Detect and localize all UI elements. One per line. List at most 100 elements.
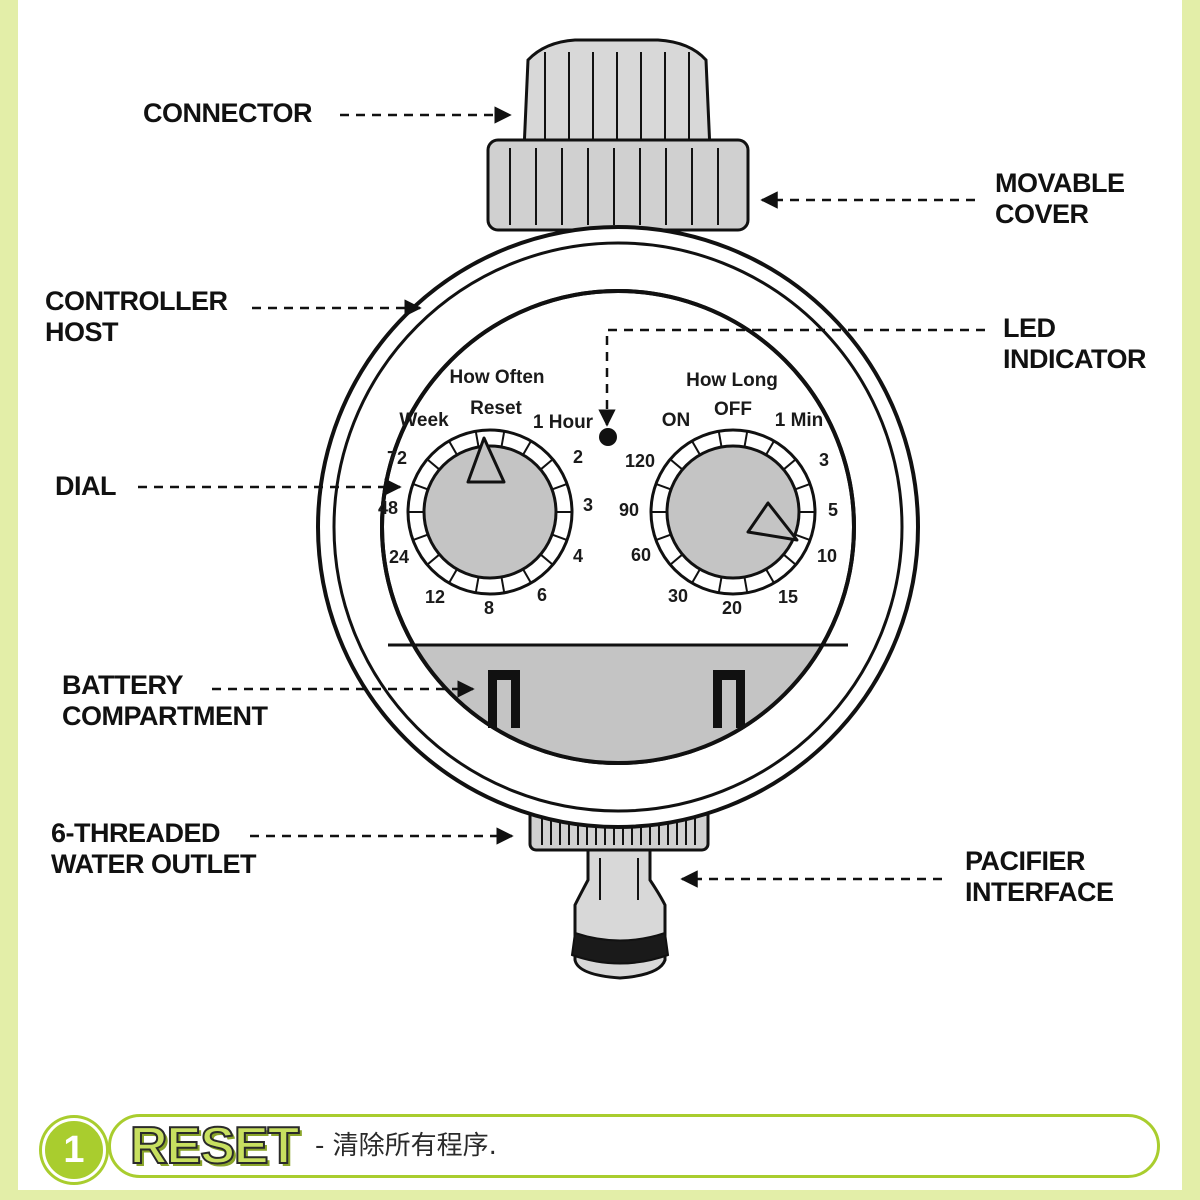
dial-tick	[794, 533, 811, 541]
leader-lines	[138, 106, 985, 888]
controller-host-callout: CONTROLLER HOST	[45, 286, 228, 348]
one-min-label: 1 Min	[775, 410, 824, 431]
how-long-pointer	[746, 501, 799, 542]
battery-label-line2: COMPARTMENT	[62, 701, 268, 731]
how-long-dial[interactable]	[649, 428, 817, 596]
tick-label-15: 15	[778, 587, 798, 607]
dial-tick	[655, 533, 672, 541]
battery-callout: BATTERY COMPARTMENT	[62, 670, 268, 732]
movable-cover	[486, 138, 750, 232]
dial-tick	[782, 553, 797, 566]
dial-tick	[782, 458, 797, 471]
tick-label-90: 90	[619, 500, 639, 520]
dial-tick	[539, 458, 554, 471]
battery-latch-right	[713, 670, 745, 728]
frame-bottom	[0, 1190, 1200, 1200]
step-number-badge: 1	[42, 1118, 106, 1182]
dial-tick	[474, 576, 480, 593]
off-label: OFF	[714, 399, 752, 420]
dial-tick	[743, 576, 749, 593]
led-indicator-label-line2: INDICATOR	[1003, 344, 1147, 374]
tick-label-30: 30	[668, 586, 688, 606]
on-label: ON	[662, 410, 691, 431]
reset-label: Reset	[470, 398, 522, 419]
tick-label-24: 24	[389, 547, 409, 567]
led-dot	[599, 428, 617, 446]
frame-left	[0, 0, 18, 1200]
movable-cover-callout: MOVABLE COVER	[995, 168, 1125, 230]
tick-label-60: 60	[631, 545, 651, 565]
dial-tick	[765, 440, 775, 456]
dial-tick	[669, 458, 684, 471]
dial-tick	[539, 553, 554, 566]
tick-label-5: 5	[828, 500, 838, 520]
connector-label: CONNECTOR	[143, 98, 313, 128]
dial-tick	[412, 533, 429, 541]
dial-tick	[500, 431, 506, 448]
led-indicator-label-line1: LED	[1003, 313, 1056, 343]
movable-cover-label-line1: MOVABLE	[995, 168, 1125, 198]
tick-label-6: 6	[537, 585, 547, 605]
water-outlet-label-line2: WATER OUTLET	[51, 849, 256, 879]
tick-label-48: 48	[378, 498, 398, 518]
pacifier-label-line2: INTERFACE	[965, 877, 1114, 907]
reset-step-bar	[108, 1114, 1160, 1178]
dial-tick	[765, 568, 775, 584]
tick-label-8: 8	[484, 598, 494, 618]
tick-label-3min: 3	[819, 450, 829, 470]
dial-tick	[500, 576, 506, 593]
controller-host-label-line2: HOST	[45, 317, 119, 347]
reset-title: RESET	[129, 1116, 300, 1176]
dial-tick	[474, 431, 480, 448]
dial-tick	[426, 553, 441, 566]
tick-label-12: 12	[425, 587, 445, 607]
connector-cap	[522, 38, 712, 152]
tick-label-10: 10	[817, 546, 837, 566]
water-outlet-callout: 6-THREADED WATER OUTLET	[51, 818, 256, 880]
dial-tick	[522, 568, 532, 584]
how-long-heading: How Long	[686, 370, 778, 391]
tick-label-2: 2	[573, 447, 583, 467]
one-hour-label: 1 Hour	[533, 412, 594, 433]
controller-host-label-line1: CONTROLLER	[45, 286, 228, 316]
movable-cover-label-line2: COVER	[995, 199, 1089, 229]
dial-tick	[794, 483, 811, 491]
dial-tick	[743, 431, 749, 448]
controller-host	[316, 225, 920, 829]
dial-tick	[691, 568, 701, 584]
dial-tick	[448, 440, 458, 456]
how-often-dial[interactable]	[406, 428, 574, 596]
battery-label-line1: BATTERY	[62, 670, 184, 700]
tick-label-20: 20	[722, 598, 742, 618]
dial-tick	[655, 483, 672, 491]
reset-description: - 清除所有程序.	[315, 1131, 497, 1161]
dial-tick	[426, 458, 441, 471]
dial-tick	[551, 483, 568, 491]
pacifier-callout: PACIFIER INTERFACE	[965, 846, 1114, 908]
pacifier-label-line1: PACIFIER	[965, 846, 1086, 876]
dial-tick	[551, 533, 568, 541]
tick-label-3: 3	[583, 495, 593, 515]
water-outlet-label-line1: 6-THREADED	[51, 818, 221, 848]
connector-callout: CONNECTOR	[143, 98, 313, 129]
how-often-heading: How Often	[450, 367, 545, 388]
week-label: Week	[399, 410, 449, 431]
pacifier-fitting	[570, 848, 670, 980]
dial-tick	[522, 440, 532, 456]
frame-right	[1182, 0, 1200, 1200]
dial-tick	[691, 440, 701, 456]
battery-latch-left	[488, 670, 520, 728]
dial-tick	[412, 483, 429, 491]
tick-label-72: 72	[387, 448, 407, 468]
dial-label: DIAL	[55, 471, 117, 501]
dial-tick	[717, 576, 723, 593]
dial-tick	[669, 553, 684, 566]
how-often-pointer	[466, 436, 506, 484]
dial-tick	[448, 568, 458, 584]
dial-callout: DIAL	[55, 471, 117, 502]
tick-label-120: 120	[625, 451, 655, 471]
tick-label-4: 4	[573, 546, 583, 566]
led-indicator-callout: LED INDICATOR	[1003, 313, 1147, 375]
